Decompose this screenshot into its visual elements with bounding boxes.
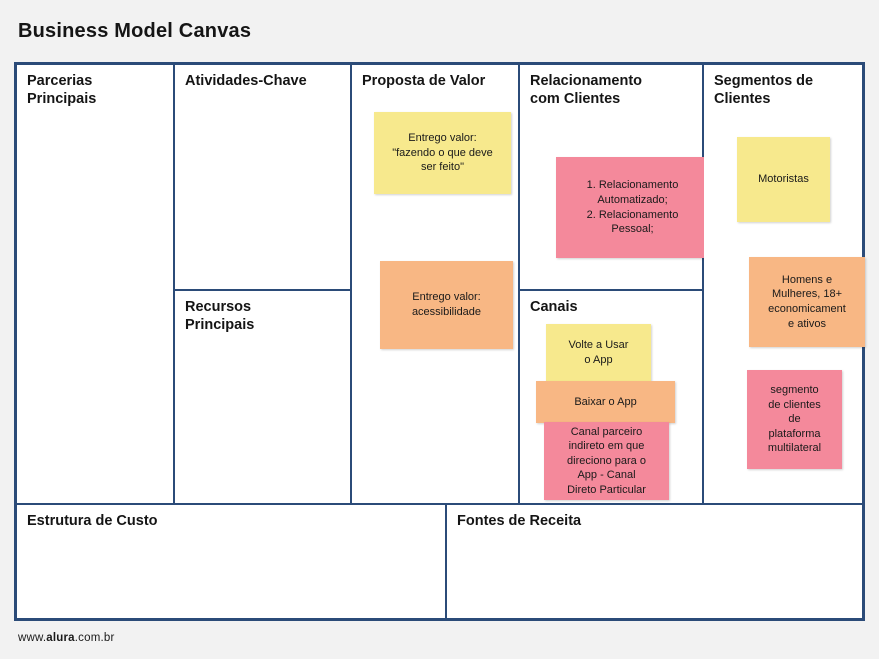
sticky-note[interactable]: Entrego valor: "fazendo o que deve ser f… bbox=[374, 112, 511, 194]
sticky-note[interactable]: Entrego valor: acessibilidade bbox=[380, 261, 513, 349]
block-atividades-chave[interactable]: Atividades-Chave bbox=[175, 65, 352, 291]
block-estrutura-de-custo[interactable]: Estrutura de Custo bbox=[17, 503, 447, 618]
block-title-estrutura-de-custo: Estrutura de Custo bbox=[27, 513, 158, 529]
business-model-canvas-frame: Parcerias Principais Atividades-Chave Re… bbox=[14, 62, 865, 621]
block-parcerias-principais[interactable]: Parcerias Principais bbox=[17, 65, 175, 503]
sticky-note[interactable]: segmento de clientes de plataforma multi… bbox=[747, 370, 842, 469]
page-title: Business Model Canvas bbox=[18, 20, 252, 42]
block-title-atividades-chave: Atividades-Chave bbox=[185, 73, 307, 89]
block-title-relacionamento-com-clientes: Relacionamento com Clientes bbox=[530, 73, 642, 108]
sticky-note[interactable]: Canal parceiro indireto em que direciono… bbox=[544, 422, 669, 500]
block-relacionamento-com-clientes[interactable]: Relacionamento com Clientes 1. Relaciona… bbox=[520, 65, 709, 291]
sticky-note[interactable]: 1. Relacionamento Automatizado; 2. Relac… bbox=[556, 157, 709, 258]
block-title-parcerias-principais: Parcerias Principais bbox=[27, 73, 97, 108]
sticky-note[interactable]: Motoristas bbox=[737, 137, 830, 222]
block-title-segmentos-de-clientes: Segmentos de Clientes bbox=[714, 73, 814, 108]
sticky-note[interactable]: Volte a Usar o App bbox=[546, 324, 651, 382]
block-title-fontes-de-receita: Fontes de Receita bbox=[457, 513, 582, 529]
block-title-canais: Canais bbox=[530, 299, 578, 315]
block-title-proposta-de-valor: Proposta de Valor bbox=[362, 73, 486, 89]
block-proposta-de-valor[interactable]: Proposta de Valor Entrego valor: "fazend… bbox=[352, 65, 520, 503]
footer-url-suffix: .com.br bbox=[74, 632, 115, 644]
block-canais[interactable]: Canais Volte a Usar o App Baixar o App C… bbox=[520, 291, 704, 503]
block-recursos-principais[interactable]: Recursos Principais bbox=[175, 291, 352, 503]
footer-url-prefix: www. bbox=[18, 632, 47, 644]
block-title-recursos-principais: Recursos Principais bbox=[185, 299, 255, 334]
block-fontes-de-receita[interactable]: Fontes de Receita bbox=[447, 503, 862, 618]
sticky-note[interactable]: Baixar o App bbox=[536, 381, 675, 423]
sticky-note[interactable]: Homens e Mulheres, 18+ economicament e a… bbox=[749, 257, 865, 347]
block-segmentos-de-clientes[interactable]: Segmentos de Clientes Motoristas Homens … bbox=[704, 65, 865, 503]
footer-url[interactable]: www.alura.com.br bbox=[18, 632, 115, 644]
footer-url-brand: alura bbox=[46, 632, 75, 644]
